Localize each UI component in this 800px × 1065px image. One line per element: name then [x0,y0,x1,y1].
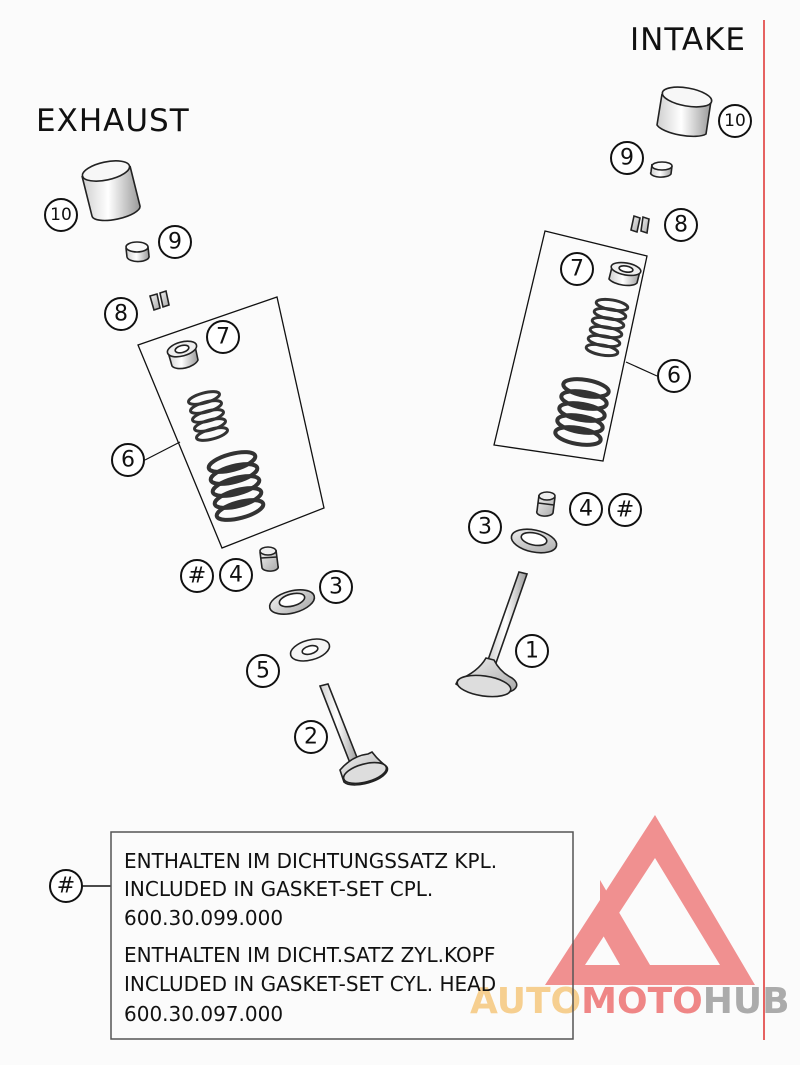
watermark-text: AUTOMOTOHUB [470,981,790,1022]
svg-text:#: # [188,564,206,589]
legend-line-5: INCLUDED IN GASKET-SET CYL. HEAD [124,972,496,996]
svg-text:10: 10 [724,111,746,131]
exhaust-callout-3: 3 [319,570,353,604]
exhaust-leader-6 [144,441,181,461]
exhaust-callout-5: 5 [246,654,280,688]
intake-valve [454,571,529,698]
intake-callout-7: 7 [560,252,594,286]
intake-callout-6: 6 [657,359,691,393]
svg-text:6: 6 [121,448,135,473]
exhaust-spring-group-box [137,296,325,549]
exhaust-bucket-tappet [81,160,141,222]
svg-text:4: 4 [579,497,593,522]
svg-text:#: # [57,874,75,899]
legend-line-2: INCLUDED IN GASKET-SET CPL. [124,877,433,901]
intake-callout-hash: # [608,493,642,527]
svg-text:7: 7 [570,257,584,282]
intake-callout-10: 10 [718,104,752,138]
svg-text:1: 1 [525,639,539,664]
svg-text:9: 9 [168,230,182,255]
svg-text:9: 9 [620,146,634,171]
intake-inner-spring [584,297,630,358]
svg-text:8: 8 [114,302,128,327]
intake-title: INTAKE [630,22,746,58]
svg-text:10: 10 [50,205,72,225]
intake-stem-seal [535,491,556,517]
svg-text:3: 3 [329,575,343,600]
legend-symbol: # [49,869,83,903]
svg-text:2: 2 [304,725,318,750]
svg-text:5: 5 [256,659,270,684]
svg-text:6: 6 [667,364,681,389]
legend-line-1: ENTHALTEN IM DICHTUNGSSATZ KPL. [124,849,497,873]
intake-callout-9: 9 [610,141,644,175]
exhaust-shim [125,241,150,263]
svg-text:7: 7 [216,325,230,350]
svg-text:#: # [616,498,634,523]
watermark-logo [545,815,755,985]
legend-line-4: ENTHALTEN IM DICHT.SATZ ZYL.KOPF [124,943,495,967]
exhaust-spring-retainer [166,340,199,370]
exhaust-spring-seat [268,589,316,615]
exhaust-callout-2: 2 [294,720,328,754]
intake-spring-group-box [493,230,648,462]
intake-callout-8: 8 [664,208,698,242]
exhaust-outer-spring [206,450,266,522]
intake-callout-1: 1 [515,634,549,668]
legend-box [110,831,574,1040]
exhaust-stem-seal [259,546,280,572]
intake-spring-seat [510,528,558,554]
intake-leader-6 [625,361,658,377]
intake-shim [649,161,673,178]
exhaust-callout-hash: # [180,559,214,593]
exhaust-title: EXHAUST [36,103,190,139]
legend-line-3: 600.30.099.000 [124,906,283,930]
svg-text:3: 3 [478,515,492,540]
exhaust-valve-keepers [149,289,170,312]
intake-outer-spring [553,377,611,447]
intake-valve-keepers [630,214,650,235]
watermark-moto: MOTO [581,981,703,1022]
exhaust-callout-4: 4 [219,558,253,592]
watermark-auto: AUTO [470,981,581,1022]
exhaust-callout-9: 9 [158,225,192,259]
exhaust-callout-7: 7 [206,320,240,354]
intake-spring-retainer [608,261,642,287]
exhaust-callout-8: 8 [104,297,138,331]
intake-callout-4: 4 [569,492,603,526]
exhaust-valve [318,683,389,786]
exhaust-callout-10: 10 [44,198,78,232]
svg-text:8: 8 [674,213,688,238]
exhaust-inner-spring [186,390,230,442]
intake-callout-3: 3 [468,510,502,544]
exhaust-washer [289,638,331,662]
exhaust-callout-6: 6 [111,443,145,477]
svg-text:4: 4 [229,563,243,588]
intake-bucket-tappet [656,86,713,138]
watermark-hub: HUB [703,981,790,1022]
legend-line-6: 600.30.097.000 [124,1002,283,1026]
